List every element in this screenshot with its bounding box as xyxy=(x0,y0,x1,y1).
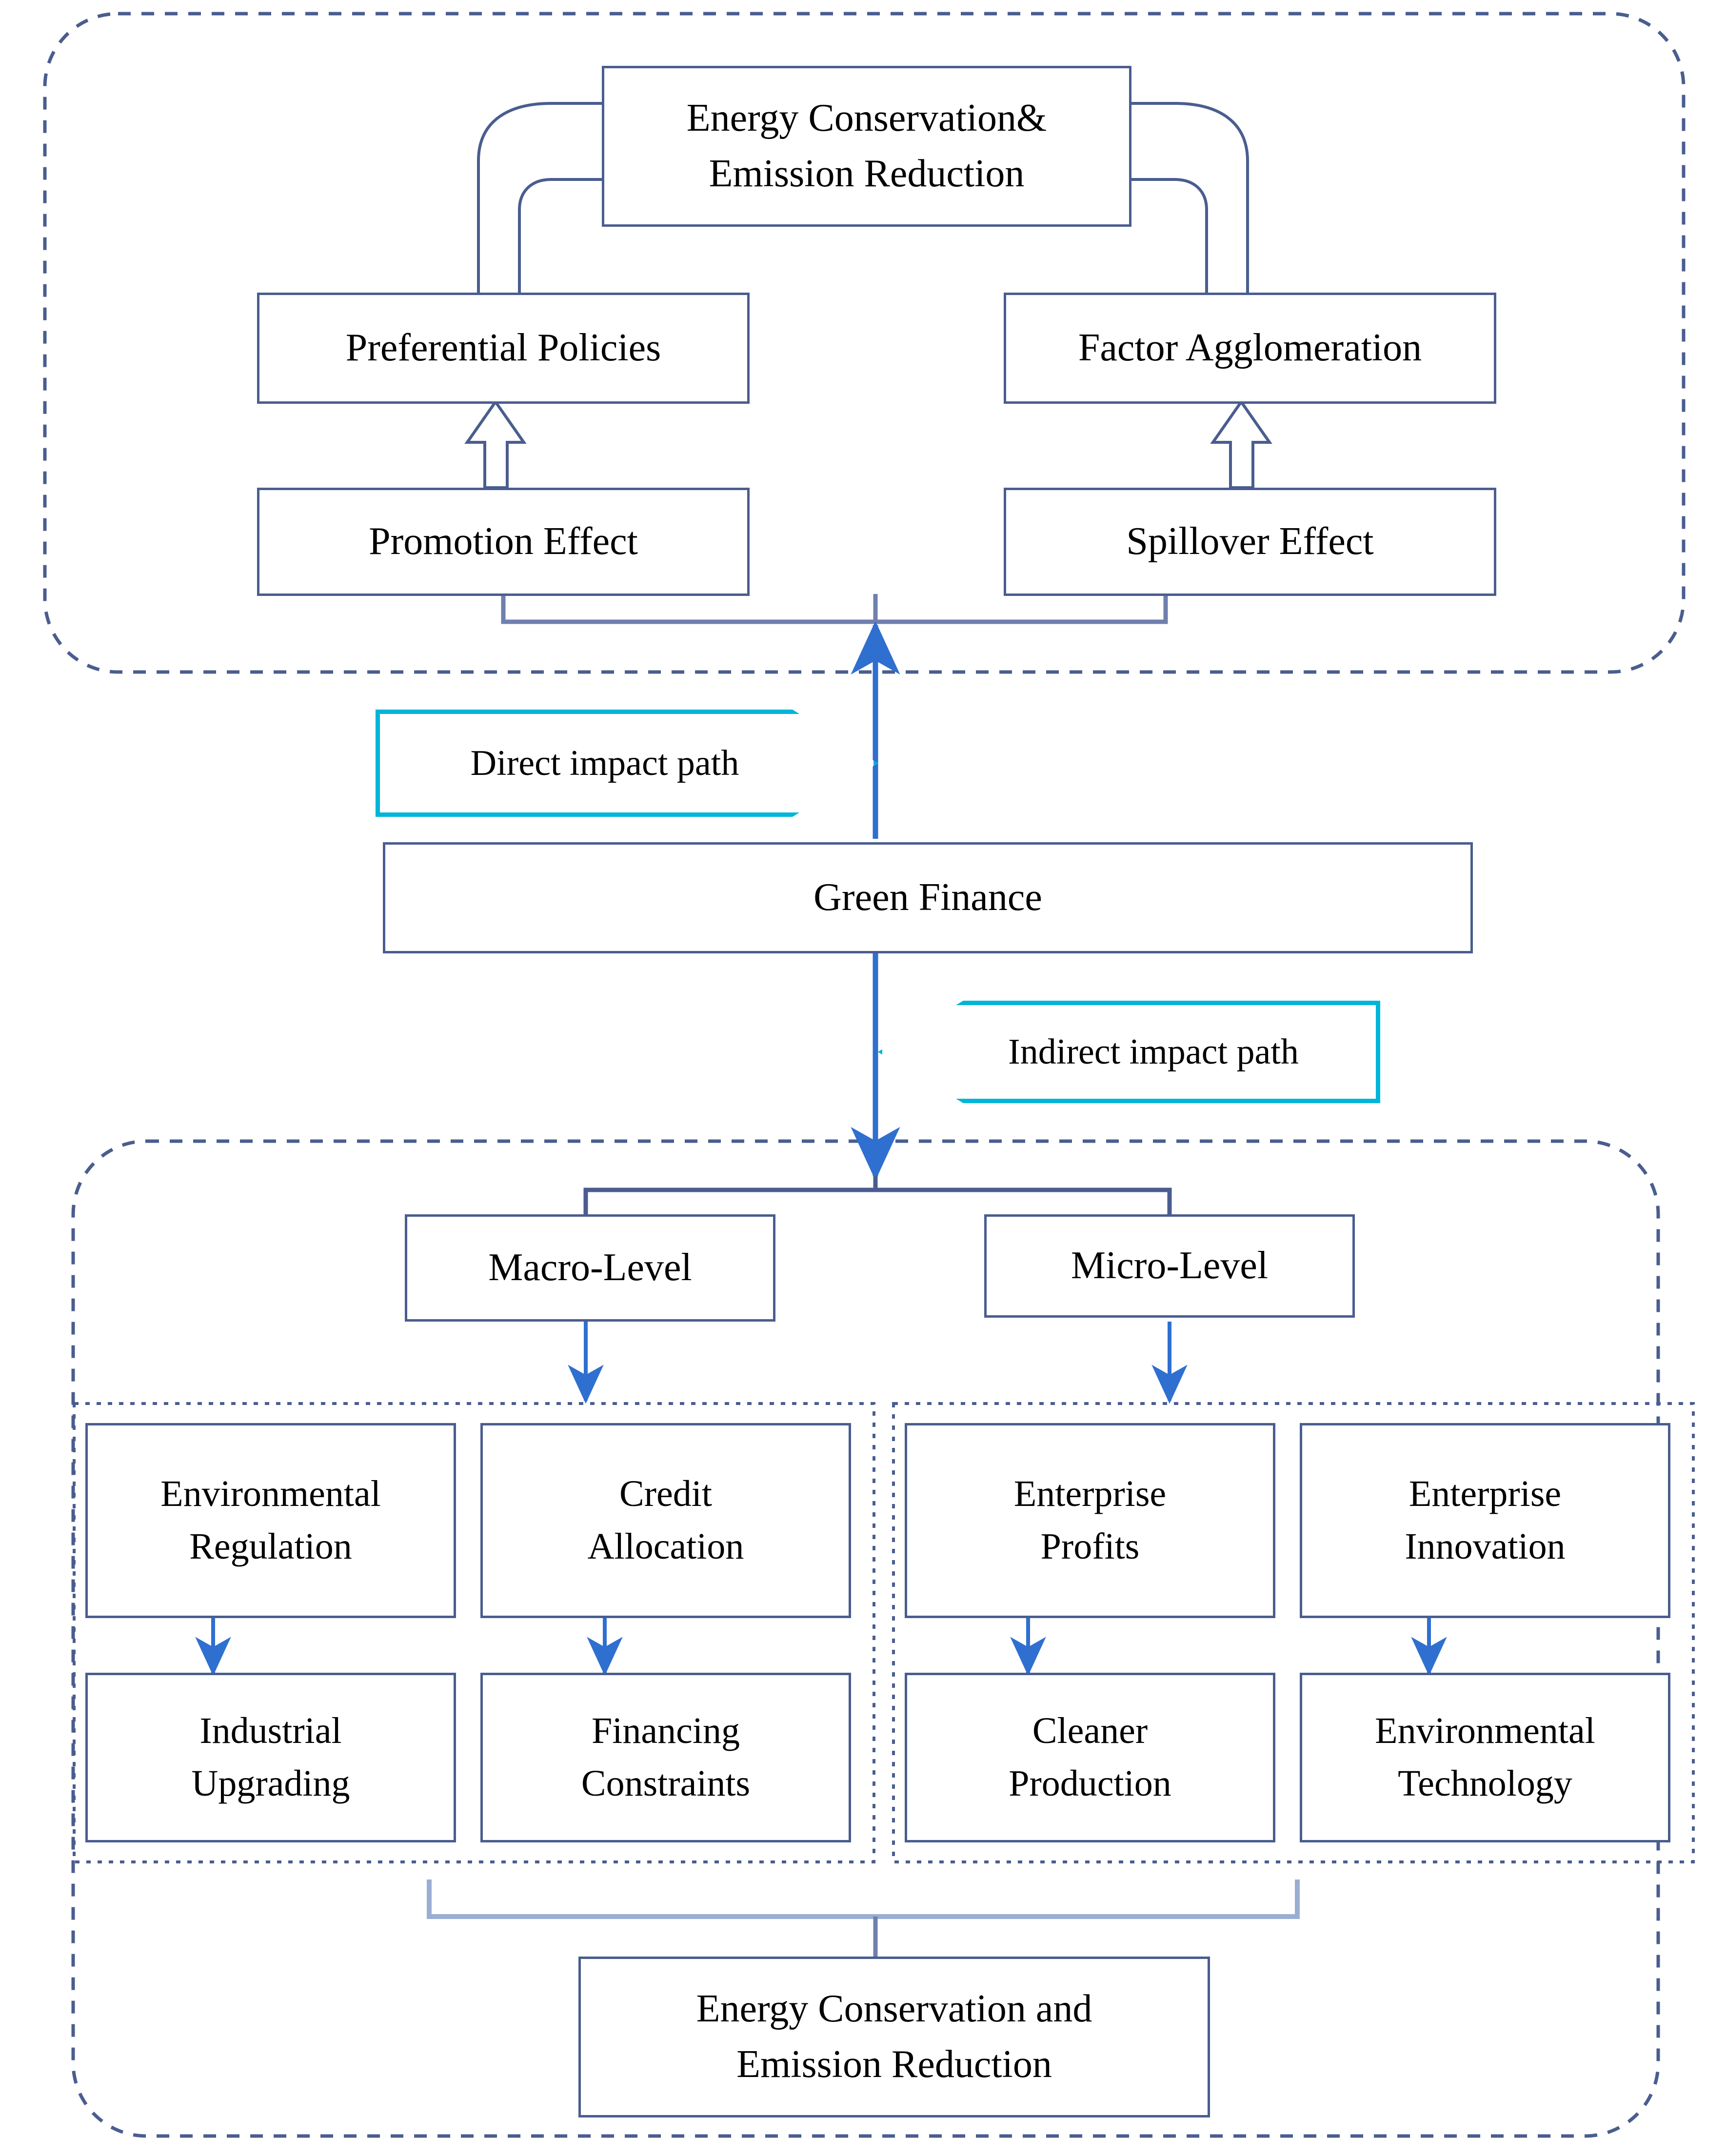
direct-impact-path-text: Direct impact path xyxy=(470,743,739,783)
enterprise-innovation-line1: Enterprise xyxy=(1409,1473,1562,1515)
promotion-effect-label: Promotion Effect xyxy=(369,520,638,563)
preferential-policies-label: Preferential Policies xyxy=(345,326,661,370)
merge-bracket-bottom xyxy=(427,1879,1300,1919)
factor-agglomeration-label: Factor Agglomeration xyxy=(1078,326,1422,370)
enterprise-profits-line1: Enterprise xyxy=(1013,1473,1167,1515)
final-outcome-line2: Emission Reduction xyxy=(736,2043,1052,2086)
micro-level-label: Micro-Level xyxy=(1071,1244,1269,1287)
outcome-top-line2: Emission Reduction xyxy=(709,152,1025,195)
financing-constraints-line2: Constraints xyxy=(581,1763,751,1804)
box-green-finance[interactable]: Green Finance xyxy=(383,842,1473,953)
box-credit-allocation[interactable]: Credit Allocation xyxy=(480,1423,851,1618)
box-promotion-effect[interactable]: Promotion Effect xyxy=(257,488,750,596)
industrial-upgrading-line1: Industrial xyxy=(199,1710,342,1752)
block-arrow-promotion-to-policies xyxy=(464,399,527,489)
credit-allocation-line2: Allocation xyxy=(587,1526,744,1567)
block-arrow-spillover-to-agglomeration xyxy=(1210,399,1272,489)
final-outcome-line1: Energy Conservation and xyxy=(696,1987,1092,2031)
box-cleaner-production[interactable]: Cleaner Production xyxy=(905,1673,1275,1842)
label-direct-impact-path[interactable]: Direct impact path xyxy=(376,710,878,817)
box-final-energy-conservation-emission-reduction[interactable]: Energy Conservation and Emission Reducti… xyxy=(578,1957,1210,2117)
enterprise-profits-line2: Profits xyxy=(1040,1526,1140,1567)
box-factor-agglomeration[interactable]: Factor Agglomeration xyxy=(1004,293,1496,404)
indirect-impact-path-text: Indirect impact path xyxy=(1008,1031,1299,1072)
environmental-regulation-line2: Regulation xyxy=(189,1526,352,1567)
green-finance-label: Green Finance xyxy=(813,876,1042,919)
box-energy-conservation-emission-reduction[interactable]: Energy Conservation& Emission Reduction xyxy=(602,66,1131,227)
label-indirect-impact-path[interactable]: Indirect impact path xyxy=(878,1001,1380,1103)
box-environmental-technology[interactable]: Environmental Technology xyxy=(1300,1673,1670,1842)
credit-allocation-line1: Credit xyxy=(619,1473,712,1515)
financing-constraints-line1: Financing xyxy=(592,1710,740,1752)
outcome-top-line1: Energy Conservation& xyxy=(686,97,1047,140)
box-enterprise-profits[interactable]: Enterprise Profits xyxy=(905,1423,1275,1618)
environmental-regulation-line1: Environmental xyxy=(160,1473,381,1515)
box-environmental-regulation[interactable]: Environmental Regulation xyxy=(85,1423,456,1618)
box-preferential-policies[interactable]: Preferential Policies xyxy=(257,293,750,404)
spillover-effect-label: Spillover Effect xyxy=(1126,520,1374,563)
industrial-upgrading-line2: Upgrading xyxy=(191,1763,350,1804)
box-financing-constraints[interactable]: Financing Constraints xyxy=(480,1673,851,1842)
cleaner-production-line2: Production xyxy=(1009,1763,1171,1804)
box-enterprise-innovation[interactable]: Enterprise Innovation xyxy=(1300,1423,1670,1618)
box-spillover-effect[interactable]: Spillover Effect xyxy=(1004,488,1496,596)
box-industrial-upgrading[interactable]: Industrial Upgrading xyxy=(85,1673,456,1842)
enterprise-innovation-line2: Innovation xyxy=(1405,1526,1566,1567)
bottom-bracket-top-panel xyxy=(501,594,1168,624)
environmental-technology-line1: Environmental xyxy=(1375,1710,1595,1752)
cleaner-production-line1: Cleaner xyxy=(1032,1710,1148,1752)
box-macro-level[interactable]: Macro-Level xyxy=(405,1214,775,1322)
box-micro-level[interactable]: Micro-Level xyxy=(984,1214,1355,1318)
macro-level-label: Macro-Level xyxy=(488,1246,692,1289)
environmental-technology-line2: Technology xyxy=(1398,1763,1572,1804)
